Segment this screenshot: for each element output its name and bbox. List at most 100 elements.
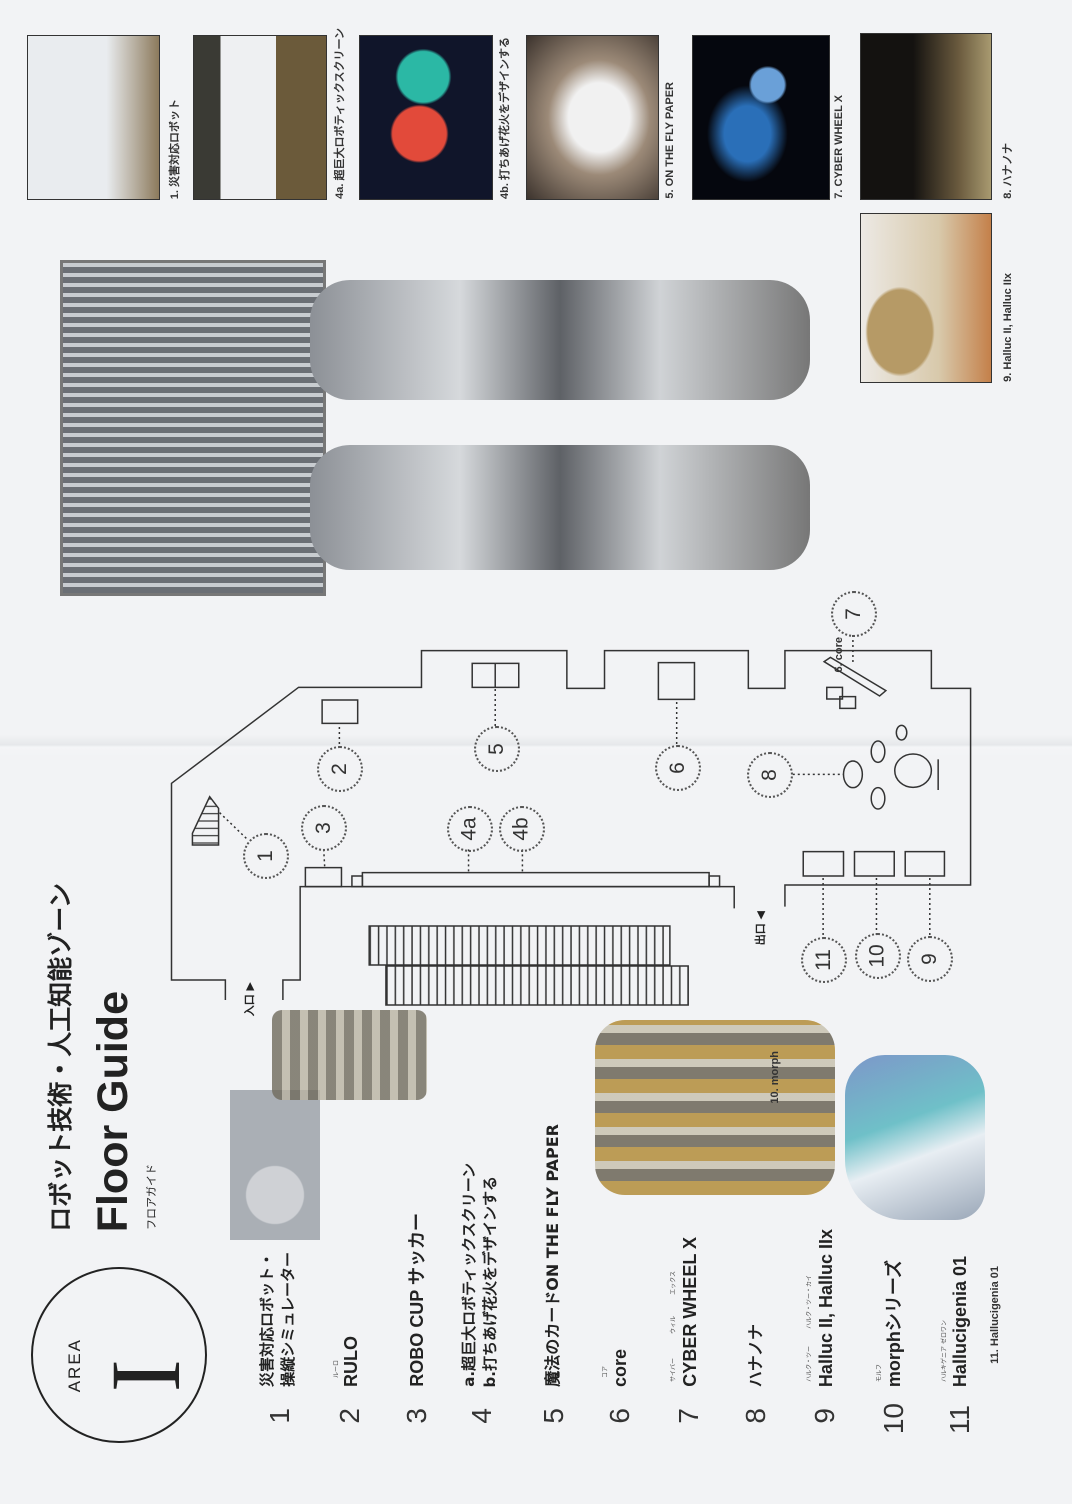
booth-6 [658,663,694,700]
map-marker-3[interactable]: 3 [301,805,347,851]
hallucigenia-photo [845,1055,985,1220]
robo-cup-robot-photo [272,1010,427,1100]
thumb-robotic-screen [193,35,327,200]
thumb-caption: 1. 災害対応ロボット [169,98,181,199]
core-frame [60,260,326,596]
exhibit-ruby: モルフ [876,1363,883,1382]
core-leg [310,280,810,400]
exhibit-name: Hallucigenia 01 [950,1255,970,1387]
exhibit-name: Halluc II, Halluc IIx [816,1228,836,1387]
exhibit-ruby: ルーロ [333,1359,340,1378]
exhibit-ruby: ハルク・ツー [806,1346,813,1382]
thumb-fly-paper [526,35,659,200]
floor-map [160,600,980,1020]
map-marker-8[interactable]: 8 [747,752,793,798]
morph-robot-photo [595,1020,835,1195]
booth-4-screen [362,873,709,887]
thumb-caption: 7. CYBER WHEEL X [833,95,845,199]
area-label: AREA [65,1337,84,1392]
marker-label: 1 [254,850,277,862]
exhibit-number: 7 [673,1408,704,1424]
exhibit-ruby: エックス [670,1271,677,1295]
exhibit-number: 8 [740,1408,771,1424]
area-numeral: I [90,1358,201,1392]
page-fold [0,735,1072,757]
exhibit-name: RULO [341,1336,361,1387]
exhibit-number: 11 [944,1404,975,1434]
booth-1 [192,797,218,845]
thumb-fireworks [359,35,493,200]
marker-label: 7 [842,608,865,620]
booth-2 [322,700,358,723]
inner-wall [283,887,734,1000]
booth-11 [803,852,843,876]
disaster-robot-photo [200,1090,350,1240]
hallucigenia-caption: 11. Hallucigenia 01 [989,1266,1001,1364]
exhibit-number: 1 [264,1408,295,1424]
exhibit-name: ROBO CUP サッカー [407,1213,427,1387]
map-marker-5[interactable]: 5 [474,726,520,772]
exhibit-number: 6 [604,1408,635,1424]
exhibit-ruby: コア [602,1365,609,1378]
booth-9 [905,852,944,876]
map-marker-4a[interactable]: 4a [447,806,493,852]
marker-label: 11 [812,949,835,971]
exhibit-ruby: ゼロワン [941,1319,948,1344]
map-marker-1[interactable]: 1 [243,833,289,879]
booth-10 [854,852,894,876]
exhibit-number: 9 [809,1408,840,1424]
entrance-label: 入口 ▶ [243,981,256,1016]
thumb-caption: 9. Halluc II, Halluc IIx [1002,273,1014,382]
thumb-halluc [860,213,992,383]
zone-title: ロボット技術・人工知能ゾーン [46,883,75,1232]
map-marker-9[interactable]: 9 [907,936,953,982]
exit-label: 出口 ◀ [754,910,767,945]
exhibit-number: 4 [466,1408,497,1424]
booth-7 [824,657,886,696]
exhibit-ruby: ハルク・ツー・カイ [806,1275,813,1329]
core-robot-photo [60,240,810,615]
exhibit-name: morphシリーズ [884,1259,904,1387]
exhibit-ruby: ウィル [670,1315,677,1334]
map-marker-4b[interactable]: 4b [499,806,545,852]
exhibit-name: CYBER WHEEL X [680,1237,700,1387]
map-marker-11[interactable]: 11 [801,937,847,983]
thumb-caption: 5. ON THE FLY PAPER [664,82,676,199]
thumb-disaster-robot [27,35,160,200]
thumb-cyber-wheel [692,35,830,200]
map-marker-7[interactable]: 7 [831,591,877,637]
marker-label: 9 [918,953,941,965]
thumb-caption: 4a. 超巨大ロボティックスクリーン [334,28,346,199]
exhibit-name: a.超巨大ロボティックスクリーン [460,1163,478,1387]
exhibit-number: 10 [878,1402,909,1434]
marker-label: 3 [312,822,335,834]
page-subtitle: フロアガイド [145,1164,158,1230]
map-marker-2[interactable]: 2 [317,746,363,792]
marker-label: 10 [865,944,889,968]
thumb-hananona [860,33,992,200]
map-marker-10[interactable]: 10 [855,933,901,979]
exhibit-number: 5 [538,1408,569,1424]
core-leg [310,445,810,570]
exhibit-ruby: サイバー [670,1358,677,1382]
booth-8 [844,761,863,788]
marker-label: 2 [328,763,351,775]
exhibit-name: 災害対応ロボット・ [258,1251,276,1387]
map-marker-6[interactable]: 6 [655,745,701,791]
area-badge [31,1267,207,1443]
exhibit-name: 操縦シミュレーター [279,1252,297,1387]
thumb-caption: 4b. 打ちあげ花火をデザインする [499,37,511,199]
exhibit-name: 魔法のカードON THE FLY PAPER [543,1124,562,1387]
exhibit-name: core [610,1348,630,1387]
thumb-caption: 8. ハナノナ [1002,143,1014,199]
exhibit-name: ハナノナ [746,1323,765,1387]
leader-line [218,811,247,839]
marker-label: 4b [509,817,533,841]
outer-wall [172,651,971,1000]
exhibit-ruby: ハルキゲニア [941,1345,948,1382]
exhibit-number: 2 [334,1408,365,1424]
booth-3 [305,868,341,887]
marker-label: 6 [666,762,689,774]
core-caption: 6. core [833,636,845,672]
escalator [386,966,688,1005]
